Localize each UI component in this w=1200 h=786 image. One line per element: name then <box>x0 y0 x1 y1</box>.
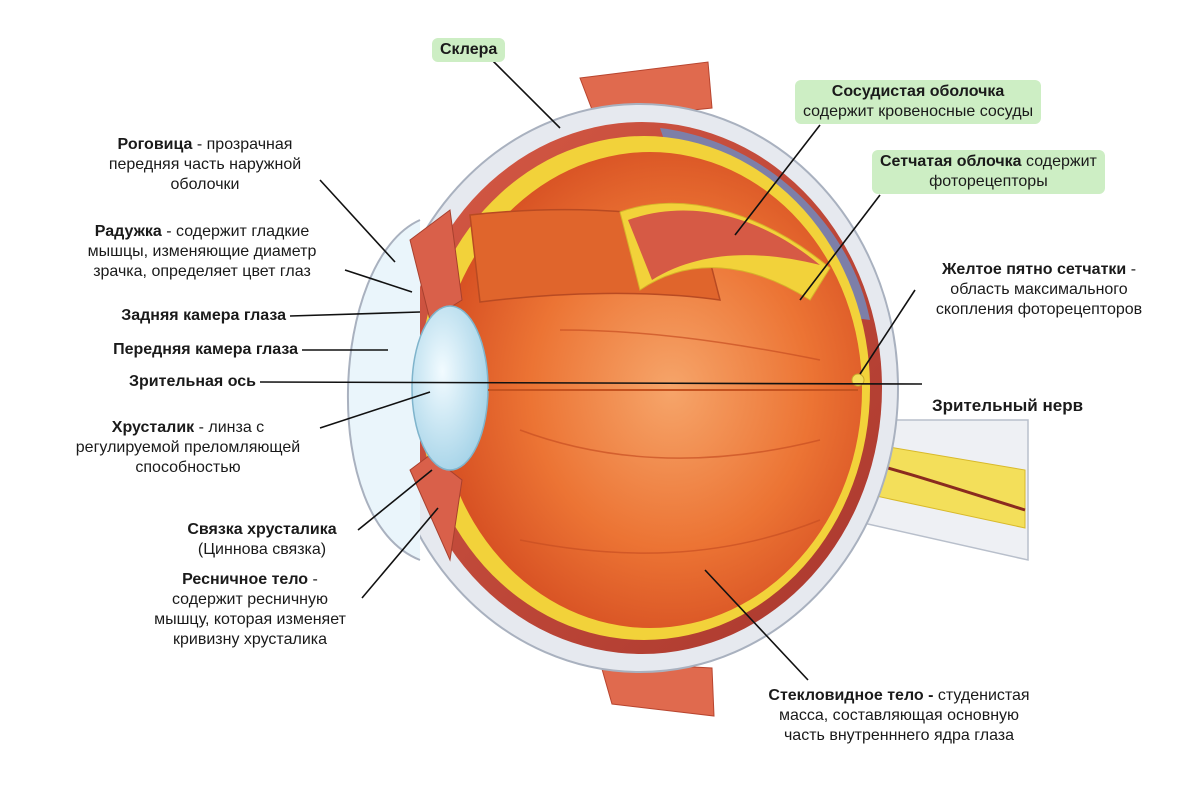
label-lens: Хрусталик - линза с регулируемой преломл… <box>75 419 301 476</box>
leader-zonule <box>357 469 433 531</box>
label-iris: Радужка - содержит гладкие мышцы, изменя… <box>87 223 317 280</box>
label-choroid: Сосудистая оболочка содержит кровеносные… <box>795 80 1042 124</box>
label-vitreous-body: Стекловидное тело - студенистая масса, с… <box>768 687 1030 744</box>
leader-macula <box>859 289 916 375</box>
label-posterior-chamber: Задняя камера глаза <box>121 307 286 324</box>
leader-lines <box>259 57 923 681</box>
label-ciliary-body: Ресничное тело - содержит ресничную мышц… <box>154 571 346 648</box>
iris-upper <box>409 209 463 321</box>
leader-vitreous <box>704 569 809 681</box>
leader-iris <box>344 269 413 293</box>
leader-posterior-chamber <box>289 311 421 317</box>
choroid-flap <box>628 210 820 280</box>
leader-ciliary <box>361 507 439 599</box>
label-zonule: Связка хрусталика (Циннова связка) <box>187 521 337 558</box>
vessel-3 <box>559 329 821 361</box>
leader-lens <box>319 391 431 429</box>
leader-sclera <box>489 57 561 129</box>
label-visual-axis: Зрительная ось <box>128 373 256 390</box>
label-cornea: Роговица - прозрачная передняя часть нар… <box>108 136 302 193</box>
label-macula: Желтое пятно сетчатки - область максимал… <box>935 261 1143 318</box>
vessel-2 <box>519 519 821 554</box>
vessel-1 <box>519 429 821 459</box>
iris-lower <box>409 454 463 562</box>
label-optic-nerve: Зрительный нерв <box>932 396 1084 415</box>
lens <box>411 305 489 471</box>
leader-cornea <box>319 179 396 263</box>
label-anterior-chamber: Передняя камера глаза <box>113 341 298 358</box>
leader-retina <box>799 194 881 301</box>
leader-visual-axis <box>259 381 923 385</box>
leader-choroid <box>734 124 821 236</box>
cornea <box>347 219 421 561</box>
label-sclera: Склера <box>432 38 506 62</box>
label-retina: Сетчатая облочка содержит фоторецепторы <box>872 150 1105 194</box>
